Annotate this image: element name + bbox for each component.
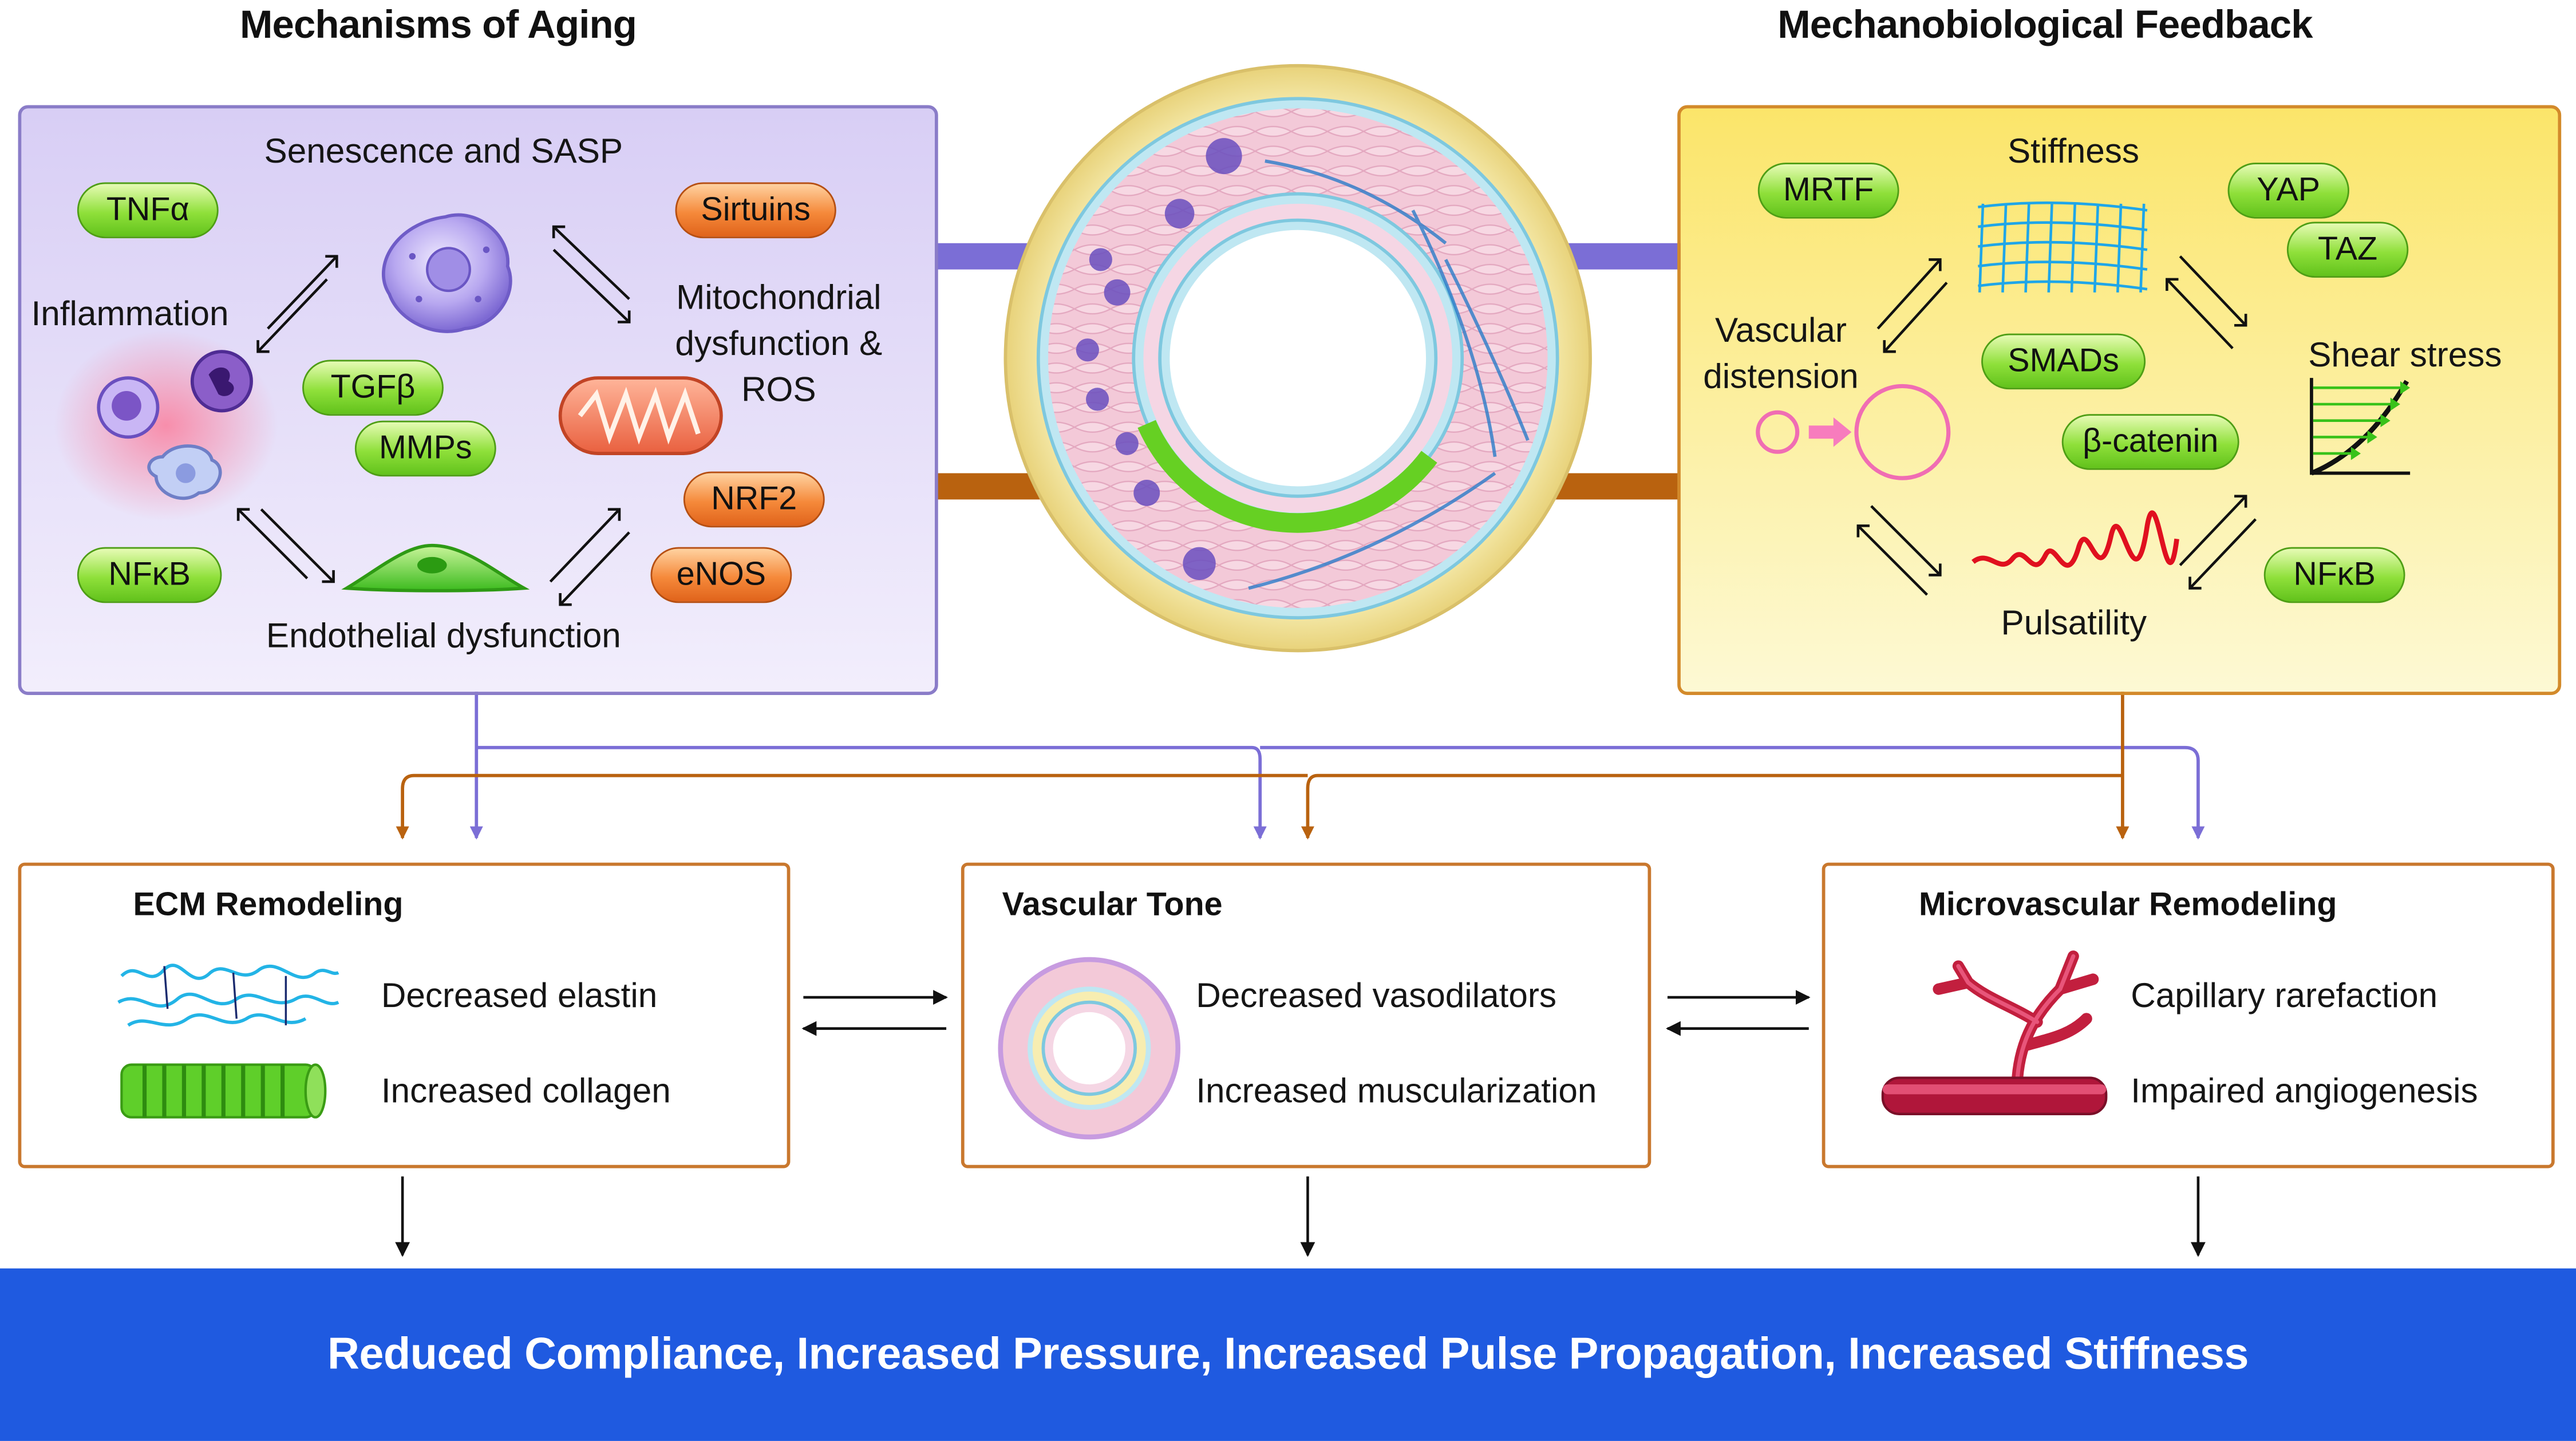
- outcome-banner-text: Reduced Compliance, Increased Pressure, …: [327, 1329, 2249, 1379]
- impaired-angiogenesis-label: Impaired angiogenesis: [2131, 1073, 2478, 1111]
- distension-label-2: distension: [1703, 358, 1859, 396]
- feedback-illustrations: [1756, 201, 2411, 596]
- ecm-remodeling-title: ECM Remodeling: [133, 887, 404, 923]
- endothelial-label: Endothelial dysfunction: [266, 618, 621, 656]
- bcatenin-pill: β-catenin: [2061, 414, 2239, 470]
- taz-pill: TAZ: [2286, 222, 2409, 278]
- increased-collagen-label: Increased collagen: [381, 1073, 671, 1111]
- inflammation-cells-icon: [54, 330, 278, 521]
- immune-cells-icon: [1076, 138, 1242, 581]
- distension-icon: [1756, 384, 1951, 480]
- capillary-tree-icon: [1881, 950, 2108, 1115]
- green-plaque-icon: [1137, 420, 1437, 533]
- nfkb-pill-right: NFκB: [2263, 547, 2405, 603]
- pulsatility-label: Pulsatility: [2001, 605, 2147, 643]
- collagen-fibers-icon: [1248, 159, 1530, 590]
- senescent-cell-icon: [382, 213, 512, 333]
- smads-pill: SMADs: [1981, 333, 2146, 390]
- elastin-fibers-icon: [117, 964, 339, 1027]
- capillary-rarefaction-label: Capillary rarefaction: [2131, 977, 2438, 1016]
- endothelial-cell-icon: [341, 543, 530, 593]
- nfkb-pill-left: NFκB: [77, 547, 222, 603]
- shear-stress-label: Shear stress: [2308, 337, 2502, 375]
- left-section-title: Mechanisms of Aging: [240, 3, 637, 48]
- outcome-banner: Reduced Compliance, Increased Pressure, …: [0, 1268, 2576, 1441]
- mmps-pill: MMPs: [354, 420, 496, 477]
- stiffness-mesh-icon: [1978, 201, 2148, 293]
- increased-muscularization-label: Increased muscularization: [1196, 1073, 1597, 1111]
- microvascular-remodeling-box: [1822, 862, 2555, 1168]
- mitochondrial-label-3: ROS: [741, 371, 816, 409]
- right-section-title: Mechanobiological Feedback: [1777, 3, 2313, 48]
- distension-label-1: Vascular: [1714, 312, 1847, 350]
- microvascular-remodeling-title: Microvascular Remodeling: [1919, 887, 2337, 923]
- aging-illustrations: [54, 213, 723, 606]
- tnfa-pill: TNFα: [77, 182, 219, 239]
- mrtf-pill: MRTF: [1757, 163, 1899, 219]
- ecm-illustration: [117, 964, 339, 1119]
- vascular-tone-title: Vascular Tone: [1002, 887, 1223, 923]
- collagen-bundle-icon: [120, 1063, 327, 1119]
- mitochondrion-icon: [558, 376, 723, 455]
- sirtuins-pill: Sirtuins: [675, 182, 836, 239]
- artery-cross-section: [1003, 64, 1592, 653]
- inflammation-label: Inflammation: [31, 295, 229, 334]
- mitochondrial-label-1: Mitochondrial: [676, 279, 882, 317]
- enos-pill: eNOS: [650, 547, 792, 603]
- feedback-cycle-arrows: [1856, 255, 2257, 596]
- yap-pill: YAP: [2227, 163, 2349, 219]
- pulsatility-wave-icon: [1971, 510, 2179, 568]
- decreased-vasodilators-label: Decreased vasodilators: [1196, 977, 1557, 1016]
- tgfb-pill: TGFβ: [302, 360, 444, 416]
- decreased-elastin-label: Decreased elastin: [381, 977, 658, 1016]
- shear-stress-icon: [2310, 378, 2411, 476]
- small-vessel-icon: [998, 957, 1181, 1140]
- mitochondrial-label-2: dysfunction &: [675, 325, 883, 364]
- nrf2-pill: NRF2: [683, 471, 825, 528]
- stiffness-label: Stiffness: [2008, 133, 2140, 171]
- aging-cycle-arrows: [236, 225, 631, 606]
- senescence-label: Senescence and SASP: [264, 133, 623, 171]
